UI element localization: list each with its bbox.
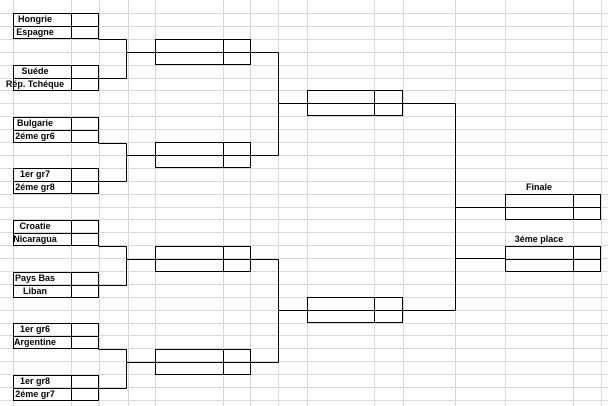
team-label: Nicaragua (13, 234, 57, 244)
team-label: Suéde (21, 66, 49, 76)
team-label: Liban (23, 286, 47, 296)
team-label: Bulgarie (16, 118, 53, 128)
final-label: Finale (525, 182, 552, 192)
team-label: 1er gr6 (19, 324, 51, 334)
team-label: 2éme gr8 (15, 182, 55, 192)
third-place-label: 3éme place (514, 234, 564, 244)
team-label: 1er gr8 (19, 376, 51, 386)
team-label: Rép. Tchéque (5, 79, 65, 89)
team-label: 2éme gr7 (15, 389, 55, 399)
team-label: Croatie (19, 221, 51, 231)
team-label: 2éme gr6 (15, 131, 55, 141)
team-label: Hongrie (17, 14, 52, 24)
team-label: Argentine (13, 337, 56, 347)
team-label: Pays Bas (14, 273, 56, 283)
team-label: 1er gr7 (19, 169, 51, 179)
team-label: Espagne (16, 27, 54, 37)
